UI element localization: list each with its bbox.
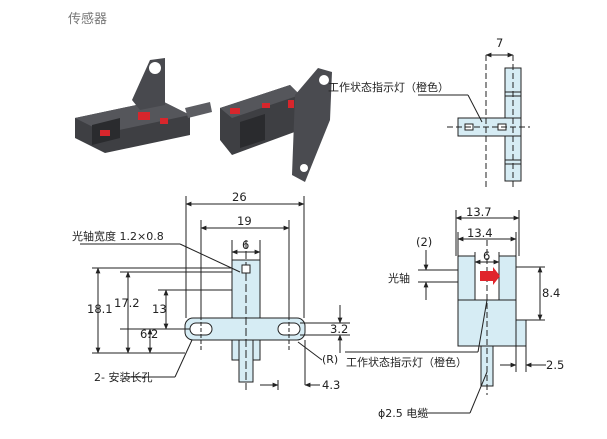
dim-6-side: 6 [483,249,490,263]
dim-18-1: 18.1 [87,302,113,316]
optical-axis-window [241,264,251,274]
dim-4-3: 4.3 [322,378,340,392]
dim-13-4: 13.4 [467,226,493,240]
dim-3-2: 3.2 [330,322,348,336]
dim-2-5: 2.5 [546,358,564,372]
page-title: 传感器 [68,12,108,27]
side-view [345,210,546,414]
label-optical-axis: 光轴 [388,271,410,285]
top-view [418,52,530,190]
label-mount-holes: 2- 安装长孔 [94,370,152,384]
label-indicator-side: 工作状态指示灯（橙色） [346,355,467,369]
label-optical-axis-width: 光轴宽度 1.2×0.8 [72,229,164,243]
dim-19: 19 [237,214,252,228]
sensor-photo-right [220,68,332,182]
dim-13: 13 [152,302,167,316]
sensor-photo-left [75,58,212,153]
dim-26: 26 [232,190,247,204]
label-indicator-top: 工作状态指示灯（橙色） [328,80,449,94]
label-cable: ϕ2.5 电缆 [378,407,428,420]
dim-17-2: 17.2 [114,296,140,310]
dim-top-7: 7 [496,36,503,50]
dim-2-side: (2) [416,235,432,249]
indicator-arrow-icon [480,267,500,285]
dim-6-2: 6.2 [140,327,158,341]
label-radius: (R) [322,353,338,366]
front-view [80,196,350,390]
dim-13-7: 13.7 [466,205,492,219]
dim-6-front: 6 [242,238,249,252]
dim-8-4: 8.4 [542,286,560,300]
